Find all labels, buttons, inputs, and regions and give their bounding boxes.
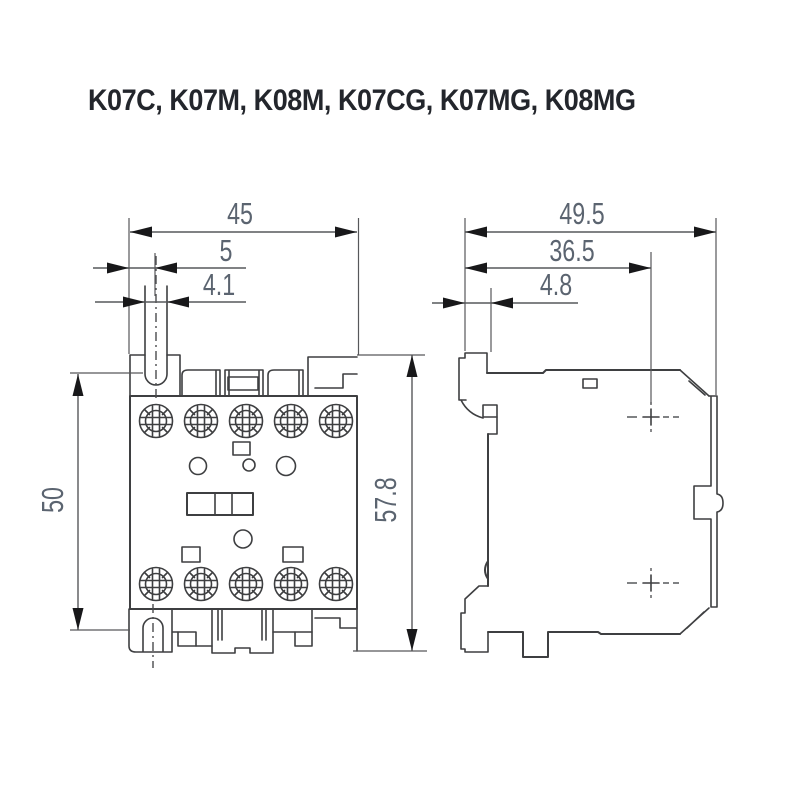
dim-side-rail-offset: 4.8 [432, 267, 578, 352]
front-view-drawing [128, 256, 358, 668]
side-center-mark-bottom [627, 568, 679, 598]
side-top-terminal-block [458, 352, 498, 435]
dim-front-overall-height: 57.8 [353, 354, 427, 652]
dim-front-mounting-height: 50 [35, 372, 143, 631]
side-left-edge [484, 433, 489, 587]
side-bottom-edge [487, 631, 681, 658]
dim-front-slot-offset: 5 [93, 233, 246, 296]
front-detail-square-top [232, 441, 251, 456]
dim-label-front-width: 45 [227, 196, 253, 231]
front-detail-hole-left [188, 456, 208, 476]
dim-label-front-slot-offset: 5 [220, 233, 233, 268]
front-detail-square-right [282, 546, 304, 563]
dim-label-side-depth: 49.5 [559, 196, 604, 231]
front-top-tab-1 [181, 369, 221, 397]
page-title: K07C, K07M, K08M, K07CG, K07MG, K08MG [88, 84, 636, 117]
front-top-tab-3 [267, 369, 304, 397]
side-bottom-terminal-block [460, 585, 489, 653]
front-detail-square-left [181, 546, 201, 563]
front-slider-switch [186, 492, 254, 516]
side-center-mark-top [627, 402, 679, 432]
front-top-ear [129, 354, 181, 397]
front-bottom-left-step [177, 631, 197, 647]
front-top-right-section [307, 356, 358, 397]
front-bottom-right-step [294, 631, 313, 647]
side-top-hole [582, 378, 598, 389]
dim-label-front-mounting-height: 50 [35, 487, 70, 513]
side-top-right-chamfer [679, 369, 710, 397]
side-view-drawing [458, 352, 724, 658]
dim-label-side-rail-offset: 4.8 [540, 267, 572, 302]
dim-label-side-depth-to-rail: 36.5 [549, 233, 594, 268]
side-top-clamp [482, 404, 498, 418]
front-detail-hole-center [233, 529, 253, 549]
dim-label-front-overall-height: 57.8 [368, 477, 403, 522]
dim-label-front-slot-width: 4.1 [203, 267, 235, 302]
front-detail-hole-right [275, 455, 297, 477]
front-detail-hole-small [242, 458, 256, 472]
front-bottom-right-foot [272, 608, 358, 652]
side-mounting-plate [693, 395, 724, 608]
front-slider-divisions [214, 492, 233, 516]
front-bottom-left-foot [128, 608, 213, 653]
front-bottom-center-foot [211, 608, 274, 654]
front-screw-terminals [138, 403, 354, 602]
front-top-tab-2 [224, 369, 264, 397]
dim-side-depth-to-rail: 36.5 [465, 233, 652, 404]
dim-front-slot-width: 4.1 [95, 267, 246, 308]
dim-side-depth: 49.5 [464, 196, 717, 395]
side-bottom-right-chamfer [679, 607, 710, 635]
side-top-edge [486, 369, 681, 374]
dim-front-width: 45 [128, 196, 360, 355]
